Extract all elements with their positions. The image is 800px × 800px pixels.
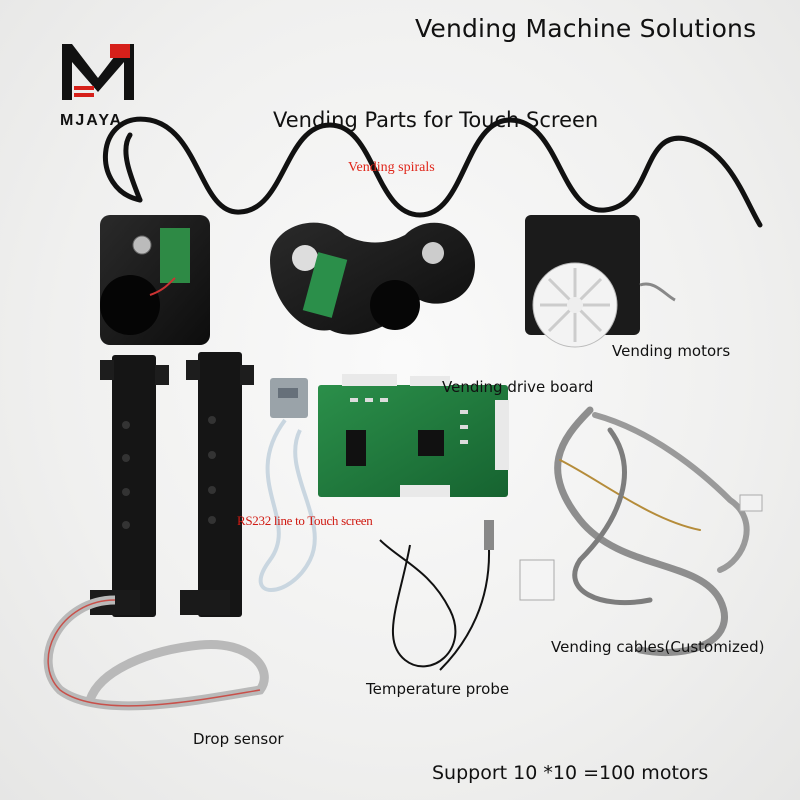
label-rs232-line: RS232 line to Touch screen [237,513,373,528]
brand-name: MJAYA [60,112,124,129]
label-drop-sensor: Drop sensor [193,730,284,748]
label-temperature-probe: Temperature probe [366,680,510,698]
label-vending-spirals: Vending spirals [348,160,435,175]
vending-motor-right [525,215,676,348]
temperature-probe [379,520,494,671]
m-logo-icon [62,44,134,100]
label-vending-drive-board: Vending drive board [442,378,594,396]
rs232-cable [258,378,317,592]
vending-cable-harness [519,406,763,657]
label-vending-motors: Vending motors [612,342,731,360]
headline: Vending Machine Solutions [415,14,757,43]
subheadline: Vending Parts for Touch Screen [273,108,599,132]
vending-motor-dual [270,222,475,335]
drop-sensor-bars [90,352,254,617]
vending-motor-left [100,215,210,345]
footer-note: Support 10 *10 =100 motors [432,762,709,784]
vending-drive-board [318,374,509,497]
label-vending-cables: Vending cables(Customized) [551,638,765,656]
ribbon-cable [43,595,269,711]
vending-spiral [103,116,763,228]
